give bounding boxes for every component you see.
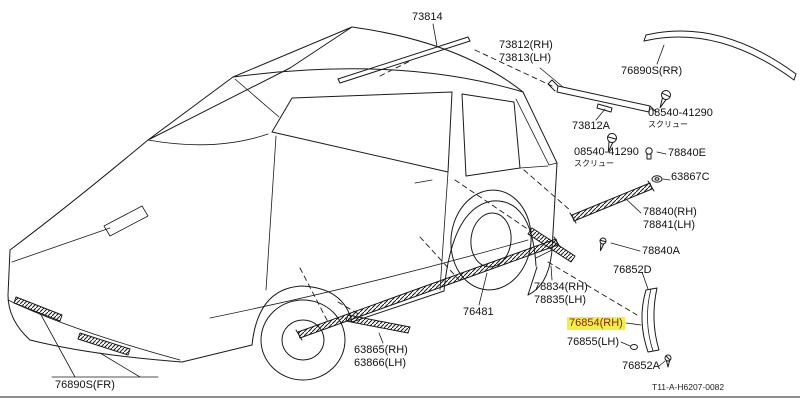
part-label-screw-upper[interactable]: 08540-41290 スクリュー	[648, 107, 713, 129]
part-label-screw-lower[interactable]: 08540-41290 スクリュー	[574, 146, 639, 168]
part-label-76855[interactable]: 76855(LH)	[567, 336, 619, 349]
part-number-text: 63865(RH)	[354, 344, 408, 356]
part-number-text: 63867C	[671, 171, 710, 183]
part-label-63867c[interactable]: 63867C	[671, 171, 710, 184]
part-label-73814[interactable]: 73814	[412, 11, 443, 24]
molding-63865-drawing	[345, 314, 411, 334]
part-label-63865-63866[interactable]: 63865(RH) 63866(LH)	[354, 344, 408, 370]
part-number-text: 73812(RH)	[499, 39, 553, 51]
drawing-code-text: T11-A-H6207-0082	[652, 382, 725, 392]
part-number-text: 73813(LH)	[499, 52, 551, 64]
part-label-73812a[interactable]: 73812A	[572, 120, 610, 133]
molding-76481-drawing	[295, 236, 561, 341]
highlighted-part-number-text: 76854(RH)	[567, 317, 625, 330]
part-number-text: 76855(LH)	[567, 336, 619, 348]
grommet-63867c-icon	[651, 175, 663, 183]
part-number-text: 73814	[412, 11, 443, 23]
part-number-text: 78840E	[668, 147, 706, 159]
clip-76852a-icon	[664, 354, 672, 368]
part-label-76852d[interactable]: 76852D	[613, 264, 652, 277]
part-number-text: 78841(LH)	[643, 219, 695, 231]
part-number-text: 76481	[463, 306, 494, 318]
molding-73812-drawing	[547, 79, 657, 113]
part-number-text: 76890S(RR)	[621, 65, 683, 77]
part-label-78840e[interactable]: 78840E	[668, 147, 706, 160]
part-number-text: 76890S(FR)	[55, 379, 115, 391]
part-number-text: 78840(RH)	[643, 206, 697, 218]
molding-73814-drawing	[337, 36, 471, 84]
bumper-moldings-76890s-fr-drawing	[13, 296, 131, 356]
grommet-76855-icon	[630, 344, 638, 350]
part-number-text: 76852D	[613, 264, 652, 276]
part-label-78840-78841[interactable]: 78840(RH) 78841(LH)	[643, 206, 697, 232]
drawing-code: T11-A-H6207-0082	[652, 382, 724, 392]
part-label-76890s-fr[interactable]: 76890S(FR)	[55, 379, 115, 392]
car-illustration	[7, 26, 558, 381]
part-number-text: 76852A	[622, 360, 660, 372]
screw-japanese-text: スクリュー	[648, 120, 688, 129]
clip-73812a-icon	[596, 103, 613, 113]
part-number-text: 73812A	[572, 120, 610, 132]
leader-lines	[39, 23, 671, 378]
part-label-76481[interactable]: 76481	[463, 306, 494, 319]
part-number-text: 08540-41290	[648, 107, 713, 119]
screw-icon	[659, 90, 671, 109]
part-number-text: 08540-41290	[574, 146, 639, 158]
screw-icon	[607, 133, 617, 153]
part-number-text: 78834(RH)	[534, 281, 588, 293]
part-number-text: 78835(LH)	[534, 294, 586, 306]
part-label-76852a[interactable]: 76852A	[622, 360, 660, 373]
part-label-78834-78835[interactable]: 78834(RH) 78835(LH)	[534, 281, 588, 307]
screw-japanese-text: スクリュー	[574, 159, 614, 168]
part-label-76854-highlighted[interactable]: 76854(RH)	[567, 317, 625, 330]
part-label-73812-73813[interactable]: 73812(RH) 73813(LH)	[499, 39, 553, 65]
part-number-text: 78840A	[642, 245, 680, 257]
molding-78840-drawing	[569, 180, 655, 224]
clip-78840a-icon	[599, 237, 607, 252]
part-label-78840a[interactable]: 78840A	[642, 245, 680, 258]
clip-78840e-icon	[645, 147, 653, 160]
part-label-76890s-rr[interactable]: 76890S(RR)	[621, 65, 682, 78]
part-number-text: 63866(LH)	[354, 357, 406, 369]
molding-76852-drawing	[641, 287, 660, 353]
molding-76890s-rr-drawing	[643, 30, 797, 81]
